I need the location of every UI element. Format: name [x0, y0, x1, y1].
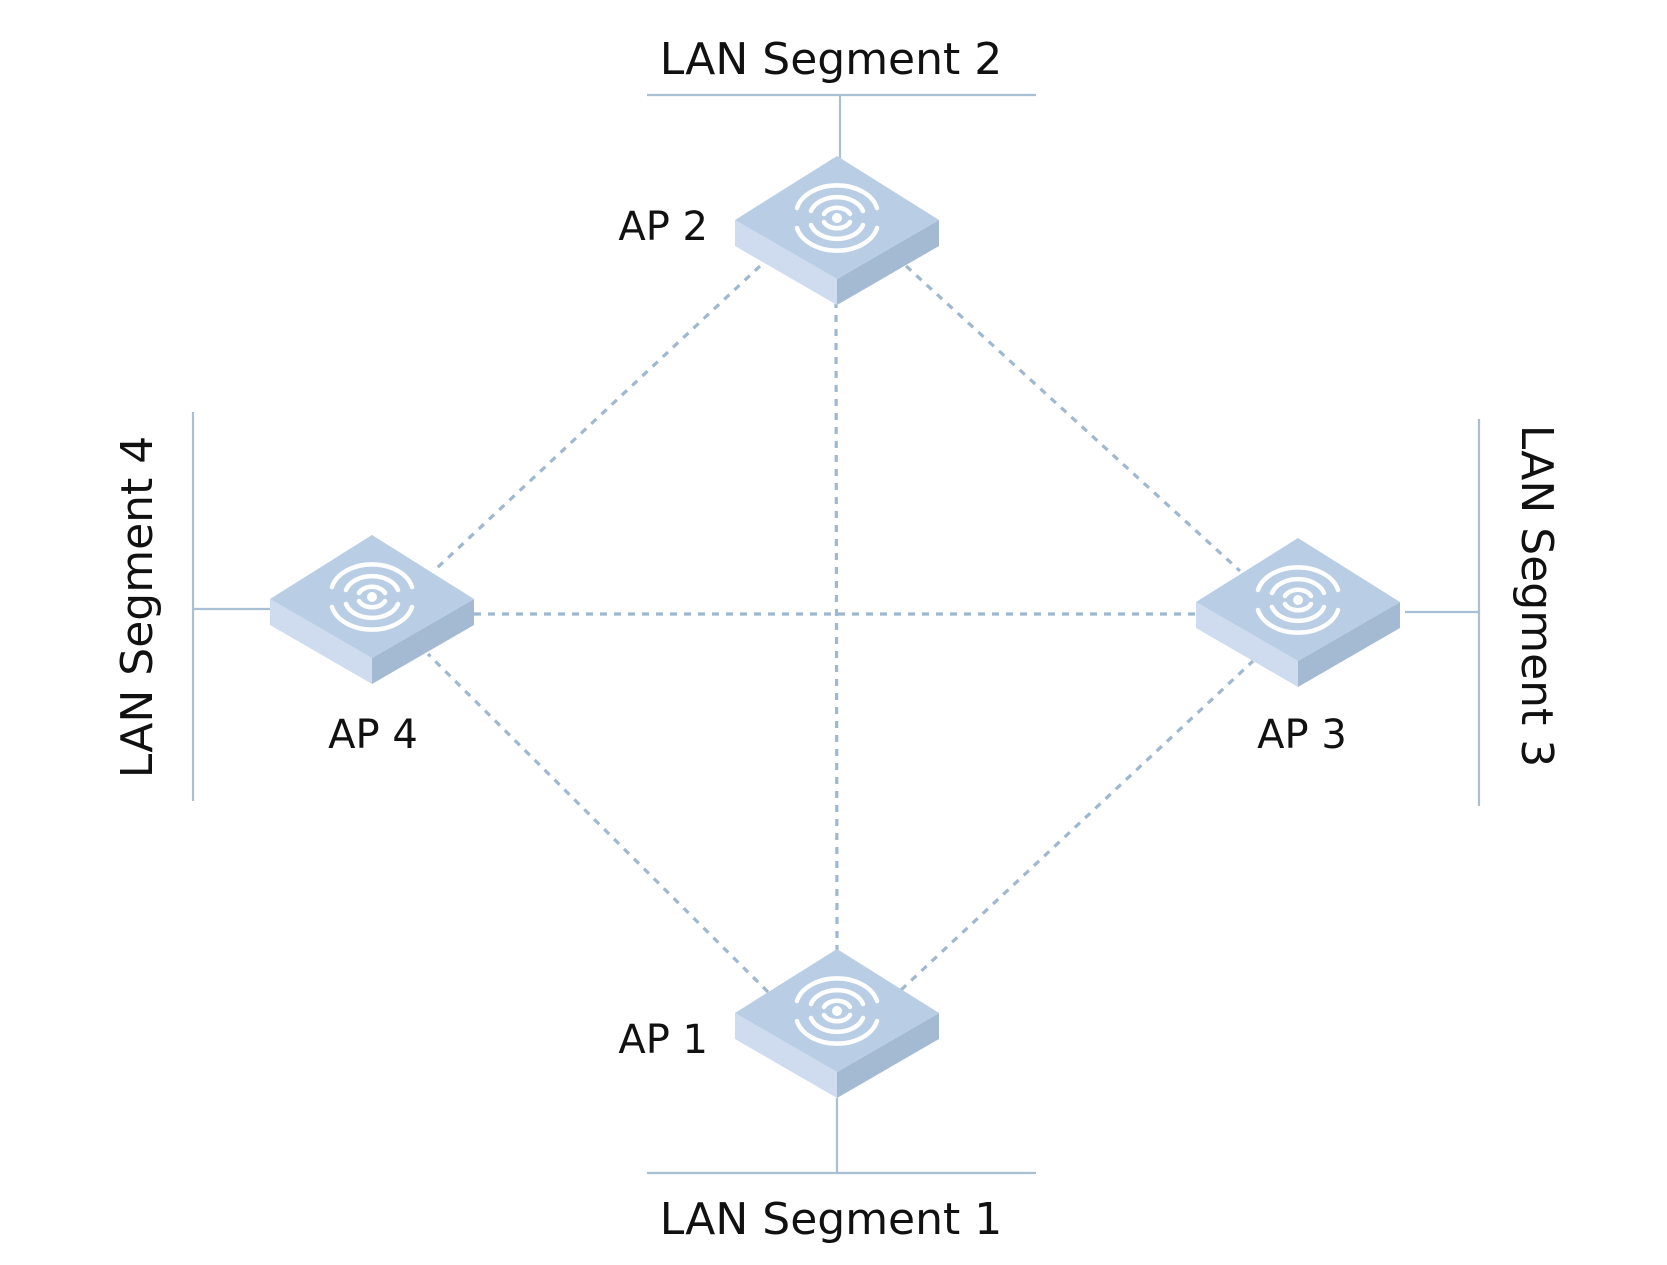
access-point-ap2[interactable]: [735, 156, 939, 305]
lan-segment-3-label: LAN Segment 3: [1511, 425, 1562, 768]
ap1-label: AP 1: [618, 1017, 708, 1063]
ap3-label: AP 3: [1257, 712, 1347, 758]
wireless-link-ap2-ap4: [435, 264, 762, 570]
wireless-link-ap1-ap2: [834, 302, 839, 953]
lan-segment-4-label: LAN Segment 4: [112, 436, 163, 779]
wireless-access-point-icon: [270, 535, 474, 684]
wireless-link-ap2-ap3: [904, 264, 1242, 573]
wireless-access-point-icon: [735, 156, 939, 305]
ap4-label: AP 4: [328, 712, 418, 758]
wireless-link-ap1-ap4: [426, 652, 770, 994]
ap2-label: AP 2: [618, 204, 708, 250]
wireless-link-ap1-ap3: [899, 659, 1255, 992]
lan-segment-1-label: LAN Segment 1: [660, 1194, 1003, 1245]
wireless-access-point-icon: [735, 949, 939, 1098]
access-point-ap1[interactable]: [735, 949, 939, 1098]
access-point-ap4[interactable]: [270, 535, 474, 684]
lan-segment-2-label: LAN Segment 2: [660, 34, 1003, 85]
